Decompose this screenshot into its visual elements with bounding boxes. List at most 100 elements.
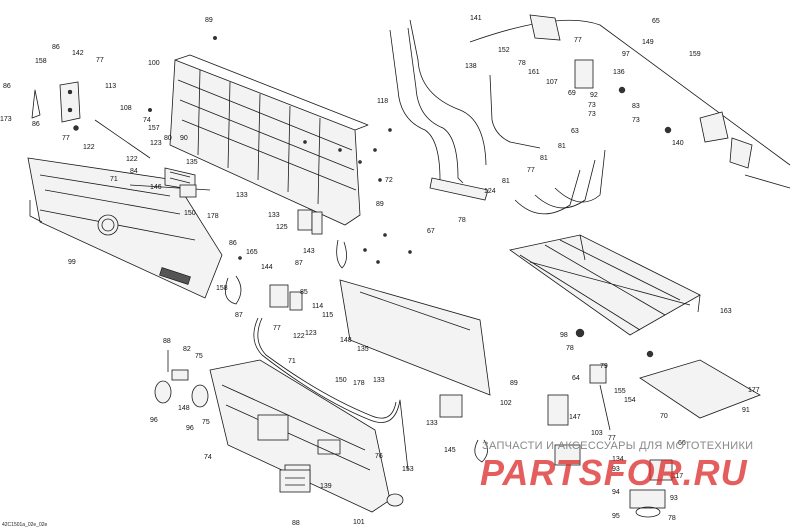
callout-label: 76 — [375, 453, 383, 460]
callout-label: 87 — [295, 260, 303, 267]
latch-135-part — [164, 167, 197, 198]
callout-label: 89 — [376, 201, 384, 208]
callout-label: 89 — [510, 380, 518, 387]
callout-label: 82 — [183, 346, 191, 353]
callout-label: 78 — [668, 515, 676, 522]
rear-handle-part — [514, 149, 606, 215]
callout-label: 163 — [720, 308, 732, 315]
callout-label: 77 — [574, 37, 582, 44]
callout-label: 159 — [689, 51, 701, 58]
rack-frame-part — [509, 234, 701, 336]
callout-label: 81 — [558, 143, 566, 150]
callout-label: 146 — [150, 184, 162, 191]
callout-label: 101 — [353, 519, 365, 526]
callout-label: 91 — [742, 407, 750, 414]
callout-label: 135 — [186, 159, 198, 166]
hitch-assembly-part — [547, 86, 673, 518]
callout-label: 69 — [568, 90, 576, 97]
callout-label: 178 — [353, 380, 365, 387]
callout-label: 123 — [150, 140, 162, 147]
bracket-144-part — [224, 275, 303, 311]
callout-label: 122 — [126, 156, 138, 163]
callout-label: 134 — [612, 456, 624, 463]
callout-label: 72 — [385, 177, 393, 184]
left-bracket-part — [31, 81, 81, 131]
bracket-148-part — [167, 350, 189, 381]
callout-label: 98 — [560, 332, 568, 339]
callout-label: 86 — [3, 83, 11, 90]
callout-label: 118 — [377, 98, 388, 105]
callout-label: 123 — [305, 330, 317, 337]
callout-label: 124 — [484, 188, 496, 195]
callout-label: 107 — [546, 79, 558, 86]
watermark-tagline: ЗАПЧАСТИ И АКСЕССУАРЫ ДЛЯ МОТОТЕХНИКИ — [482, 440, 754, 452]
callout-label: 125 — [276, 224, 288, 231]
callout-label: 145 — [444, 447, 456, 454]
callout-label: 147 — [569, 414, 581, 421]
callout-label: 88 — [163, 338, 171, 345]
watermark-logo: PARTSFOR.RU — [480, 452, 748, 493]
handles-part — [389, 19, 541, 186]
callout-label: 100 — [148, 60, 160, 67]
callout-label: 79 — [600, 363, 608, 370]
reflectors-part — [154, 380, 404, 507]
callout-label: 94 — [612, 489, 620, 496]
callout-label: 158 — [35, 58, 47, 65]
callout-label: 96 — [150, 417, 158, 424]
callout-label: 154 — [624, 397, 636, 404]
callout-label: 144 — [261, 264, 273, 271]
callout-label: 85 — [300, 289, 308, 296]
callout-label: 75 — [202, 419, 210, 426]
lower-panel-part — [339, 279, 491, 396]
rod-108-part — [94, 119, 151, 159]
callout-label: 73 — [588, 111, 596, 118]
callout-label: 149 — [642, 39, 654, 46]
callout-label: 133 — [373, 377, 385, 384]
callout-label: 142 — [72, 50, 84, 57]
callout-label: 77 — [608, 435, 616, 442]
callout-label: 133 — [236, 192, 248, 199]
latch-145-part — [439, 394, 488, 463]
plate-177-part — [639, 359, 761, 419]
callout-label: 75 — [195, 353, 203, 360]
callout-label: 81 — [502, 178, 510, 185]
callout-label: 88 — [292, 520, 300, 527]
hitch-139-part — [279, 469, 311, 493]
callout-label: 122 — [83, 144, 95, 151]
callout-label: 161 — [528, 69, 540, 76]
callout-label: 92 — [590, 92, 598, 99]
callout-label: 64 — [572, 375, 580, 382]
front-frame-part — [169, 54, 369, 226]
callout-label: 113 — [105, 83, 116, 90]
callout-label: 122 — [293, 333, 305, 340]
callout-label: 93 — [670, 495, 678, 502]
callout-label: 73 — [632, 117, 640, 124]
top-rail-part — [469, 14, 791, 189]
callout-label: 71 — [110, 176, 118, 183]
callout-label: 177 — [748, 387, 760, 394]
callout-label: 78 — [566, 345, 574, 352]
callout-label: 71 — [288, 358, 296, 365]
callout-label: 86 — [52, 44, 60, 51]
callout-label: 117 — [672, 473, 683, 480]
callout-label: 140 — [672, 140, 684, 147]
callout-label: 133 — [268, 212, 280, 219]
callout-label: 158 — [216, 285, 228, 292]
callout-label: 150 — [184, 210, 196, 217]
bracket-124-part — [429, 177, 489, 201]
callout-label: 150 — [335, 377, 347, 384]
callout-label: 86 — [32, 121, 40, 128]
callout-label: 143 — [303, 248, 315, 255]
callout-label: 152 — [498, 47, 510, 54]
bolts-group — [147, 36, 412, 264]
callout-label: 102 — [500, 400, 512, 407]
callout-label: 90 — [180, 135, 188, 142]
callout-label: 141 — [470, 15, 482, 22]
callout-label: 135 — [357, 346, 369, 353]
callout-label: 93 — [612, 466, 620, 473]
callout-label: 87 — [235, 312, 243, 319]
diagram-code: 42C1501a_02e_02e — [2, 522, 48, 528]
callout-label: 155 — [614, 388, 626, 395]
